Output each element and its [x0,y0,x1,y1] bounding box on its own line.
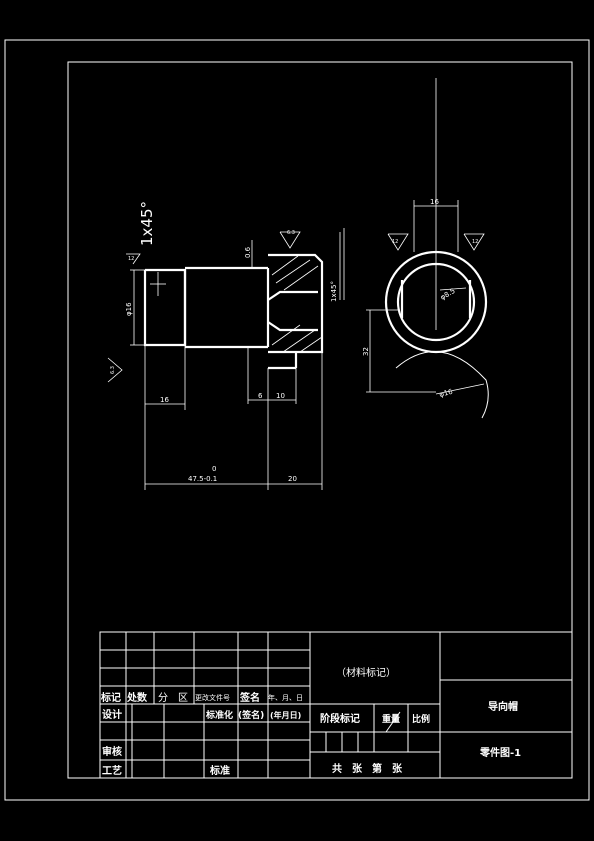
side-phi16: φ16 [438,388,454,399]
side-rough-left: 12 [392,239,398,245]
side-dim-32: 32 [362,347,370,356]
tb-count: 处数 [126,691,148,704]
tb-scale: 比例 [412,713,430,725]
tb-sheets: 共 张 第 张 [332,762,403,775]
tb-drawing-no: 零件图-1 [479,746,521,759]
rough-left-bottom: 6.3 [110,366,116,374]
front-view: 1x45° φ16 0.6 6.3 12 6.3 1x45° 16 6 10 0… [107,201,345,490]
tb-design: 设计 [102,708,122,721]
shaft-section [143,268,187,347]
outer-border [4,39,590,801]
dim-total: 47.5-0.1 [188,475,217,483]
dim-6: 6 [258,392,263,400]
dim-20: 20 [288,475,297,483]
title-block: 标记 处数 分 区 更改文件号 签名 年、月、日 设计 标准化 (签名) (年月… [99,631,573,779]
tb-review: 审核 [102,745,122,758]
side-rough-right: 12 [472,239,478,245]
tb-weight: 重量 [382,713,400,725]
tb-mark: 标记 [100,691,121,704]
tb-stage-mark: 阶段标记 [320,712,360,725]
side-dim-16: 16 [430,198,439,206]
tb-material: （材料标记） [336,666,396,679]
side-view: 16 12 12 φ8.5 32 φ16 [362,78,489,419]
tb-process: 工艺 [102,764,122,777]
tb-standard: 标准 [209,764,230,777]
break-curve [395,351,489,419]
dim-total-sup: 0 [212,465,216,473]
tb-part-name: 导向帽 [488,700,518,713]
tb-sign-paren: (签名) [238,709,264,721]
tb-date-paren: (年月日) [270,710,301,720]
head-section [268,253,324,354]
tb-zone: 分 区 [158,692,188,704]
rough-top: 6.3 [287,230,295,236]
tb-doc: 更改文件号 [195,693,230,702]
hatching [271,255,323,353]
chamfer-note-right: 1x45° [330,281,338,302]
tb-sign: 签名 [239,691,260,704]
rough-left-top: 12 [128,256,134,262]
dim-0-6: 0.6 [244,246,252,258]
chamfer-note-left: 1x45° [138,201,156,246]
dim-16: 16 [160,396,169,404]
inner-circle [396,262,476,342]
dim-phi16-left: φ16 [125,302,133,316]
tb-standardize: 标准化 [205,709,233,721]
inner-frame [67,61,573,779]
tb-date: 年、月、日 [268,693,303,702]
dim-10: 10 [276,392,285,400]
